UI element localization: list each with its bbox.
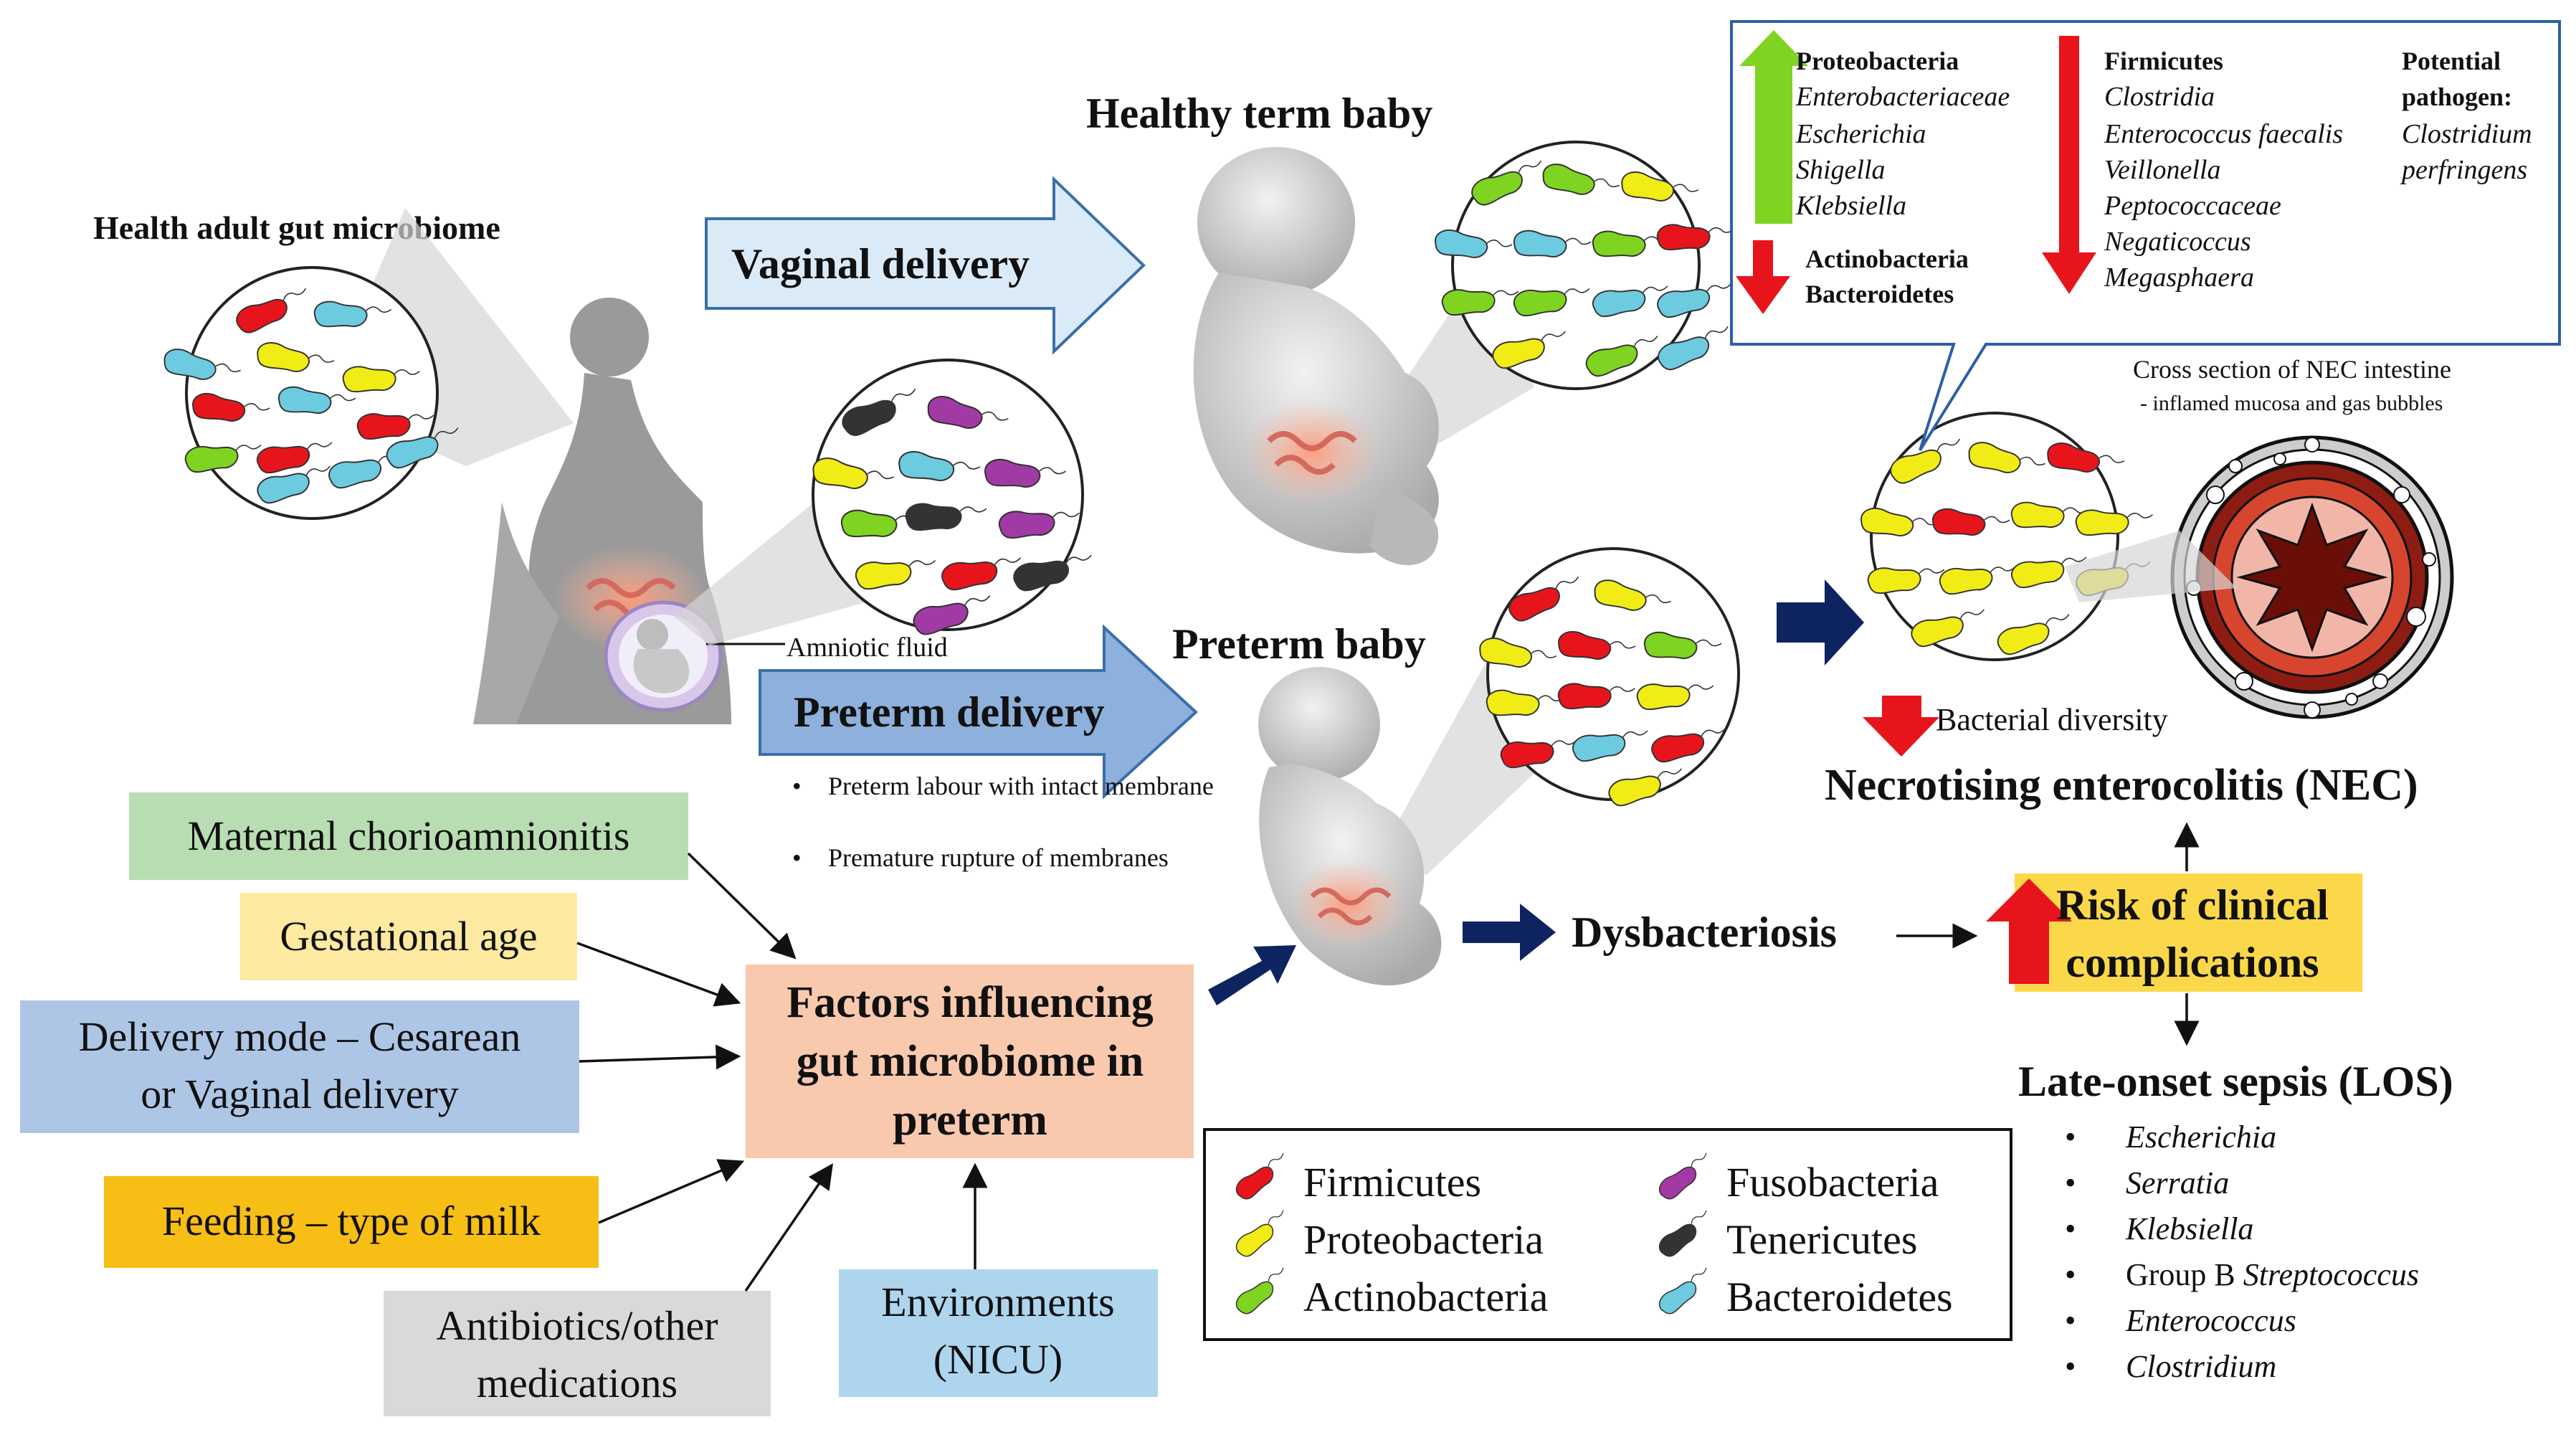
factor-arrows [576, 852, 988, 1292]
adult-microbiome-title: Health adult gut microbiome [93, 209, 500, 246]
amniotic-fluid-label: Amniotic fluid [786, 633, 948, 663]
preterm-baby-figure [1258, 667, 1442, 985]
feeding-label: Feeding – type of milk [162, 1198, 541, 1244]
los-bullet: • [2065, 1211, 2076, 1246]
los-pathogen-item: Enterococcus [2125, 1303, 2296, 1338]
los-bullet: • [2065, 1119, 2076, 1155]
dysbacteriosis-label: Dysbacteriosis [1572, 909, 1837, 956]
risk-box [2015, 873, 2362, 992]
environments-label: Environments(NICU) [881, 1279, 1114, 1383]
firmicutes-decrease-title: Firmicutes [2104, 47, 2223, 75]
preterm-to-nec-arrow [1777, 579, 1864, 665]
legend-label: Fusobacteria [1726, 1159, 1939, 1205]
legend-label: Actinobacteria [1303, 1274, 1548, 1320]
maternal-chorioamnionitis-label: Maternal chorioamnionitis [188, 813, 630, 859]
gestational-age-label: Gestational age [280, 913, 537, 960]
proteobacteria-increase-title: Proteobacteria [1796, 47, 1959, 75]
los-bullet: • [2065, 1165, 2076, 1200]
gestational-age-box [240, 893, 577, 980]
risk-up-arrow-icon [1986, 878, 2072, 984]
preterm-cause-bullets: • • [792, 772, 808, 872]
environments-box [839, 1269, 1158, 1397]
vaginal-delivery-label: Vaginal delivery [731, 240, 1030, 288]
term-baby-gut [1244, 400, 1380, 503]
legend-box [1203, 1128, 2012, 1341]
factors-center-box [746, 965, 1194, 1158]
firmicutes-decrease-taxa: Clostridia Enterococcus faecalis Veillon… [2104, 82, 2350, 293]
factors-to-preterm-arrow [1208, 945, 1296, 1005]
term-baby-microbiome-circle [1451, 141, 1701, 390]
los-bullet: • [2065, 1303, 2076, 1338]
nec-label: Necrotising enterocolitis (NEC) [1825, 761, 2418, 810]
los-pathogen-item: Klebsiella [2125, 1211, 2253, 1246]
legend-label: Firmicutes [1303, 1159, 1481, 1205]
antibiotics-box [384, 1291, 771, 1416]
preterm-delivery-label: Preterm delivery [794, 688, 1105, 736]
vaginal-delivery-arrow [705, 176, 1146, 355]
proteobacteria-increase-taxa: Enterobacteriaceae Escherichia Shigella … [1795, 82, 2017, 221]
los-bullet: • [2065, 1349, 2076, 1384]
to-dysbacteriosis-arrow [1463, 904, 1556, 961]
nec-zoom-cone [2065, 531, 2237, 602]
cross-section-note: - inflamed mucosa and gas bubbles [2140, 392, 2443, 415]
los-bullet: • [2065, 1257, 2076, 1292]
los-title: Late-onset sepsis (LOS) [2018, 1058, 2453, 1105]
green-up-arrow-icon [1739, 30, 1808, 224]
maternal-chorioamnionitis-box [129, 792, 688, 880]
preterm-baby-title: Preterm baby [1172, 620, 1426, 668]
red-down-arrow-small-icon [1736, 240, 1790, 314]
nec-intestine-cross-section [2170, 435, 2454, 719]
cross-section-title: Cross section of NEC intestine [2133, 355, 2451, 384]
los-pathogen-item: Clostridium [2126, 1349, 2276, 1384]
los-pathogen-list: • Escherichia • Serratia • Klebsiella • Group B… [2065, 1119, 2419, 1384]
feeding-box [104, 1176, 599, 1268]
actino-bacteroidetes-decrease: Actinobacteria Bacteroidetes [1805, 245, 1975, 308]
diversity-down-arrow-icon [1863, 696, 1939, 757]
preterm-delivery-arrow [759, 624, 1198, 800]
preterm-cause-1: Preterm labour with intact membrane [828, 772, 1214, 800]
bacterial-diversity-label: Bacterial diversity [1936, 702, 2168, 737]
healthy-term-baby-figure [1193, 147, 1439, 566]
potential-pathogen-taxa: Clostridium perfringens [2400, 119, 2539, 185]
nec-composition-callout [1730, 20, 2561, 452]
los-pathogen-item: Group B Streptococcus [2126, 1257, 2419, 1292]
red-down-arrow-large-icon [2042, 36, 2096, 294]
delivery-mode-box [20, 1000, 579, 1133]
legend-label: Bacteroidetes [1726, 1274, 1953, 1320]
nec-microbiome-circle [1870, 412, 2119, 661]
los-pathogen-item: Escherichia [2125, 1119, 2276, 1155]
los-pathogen-item: Serratia [2126, 1165, 2229, 1200]
fetus-amniotic-sac [604, 600, 723, 712]
legend-label: Proteobacteria [1303, 1216, 1544, 1263]
preterm-cause-2: Premature rupture of membranes [828, 843, 1169, 872]
legend-label: Tenericutes [1726, 1216, 1917, 1263]
healthy-term-baby-title: Healthy term baby [1086, 90, 1432, 137]
